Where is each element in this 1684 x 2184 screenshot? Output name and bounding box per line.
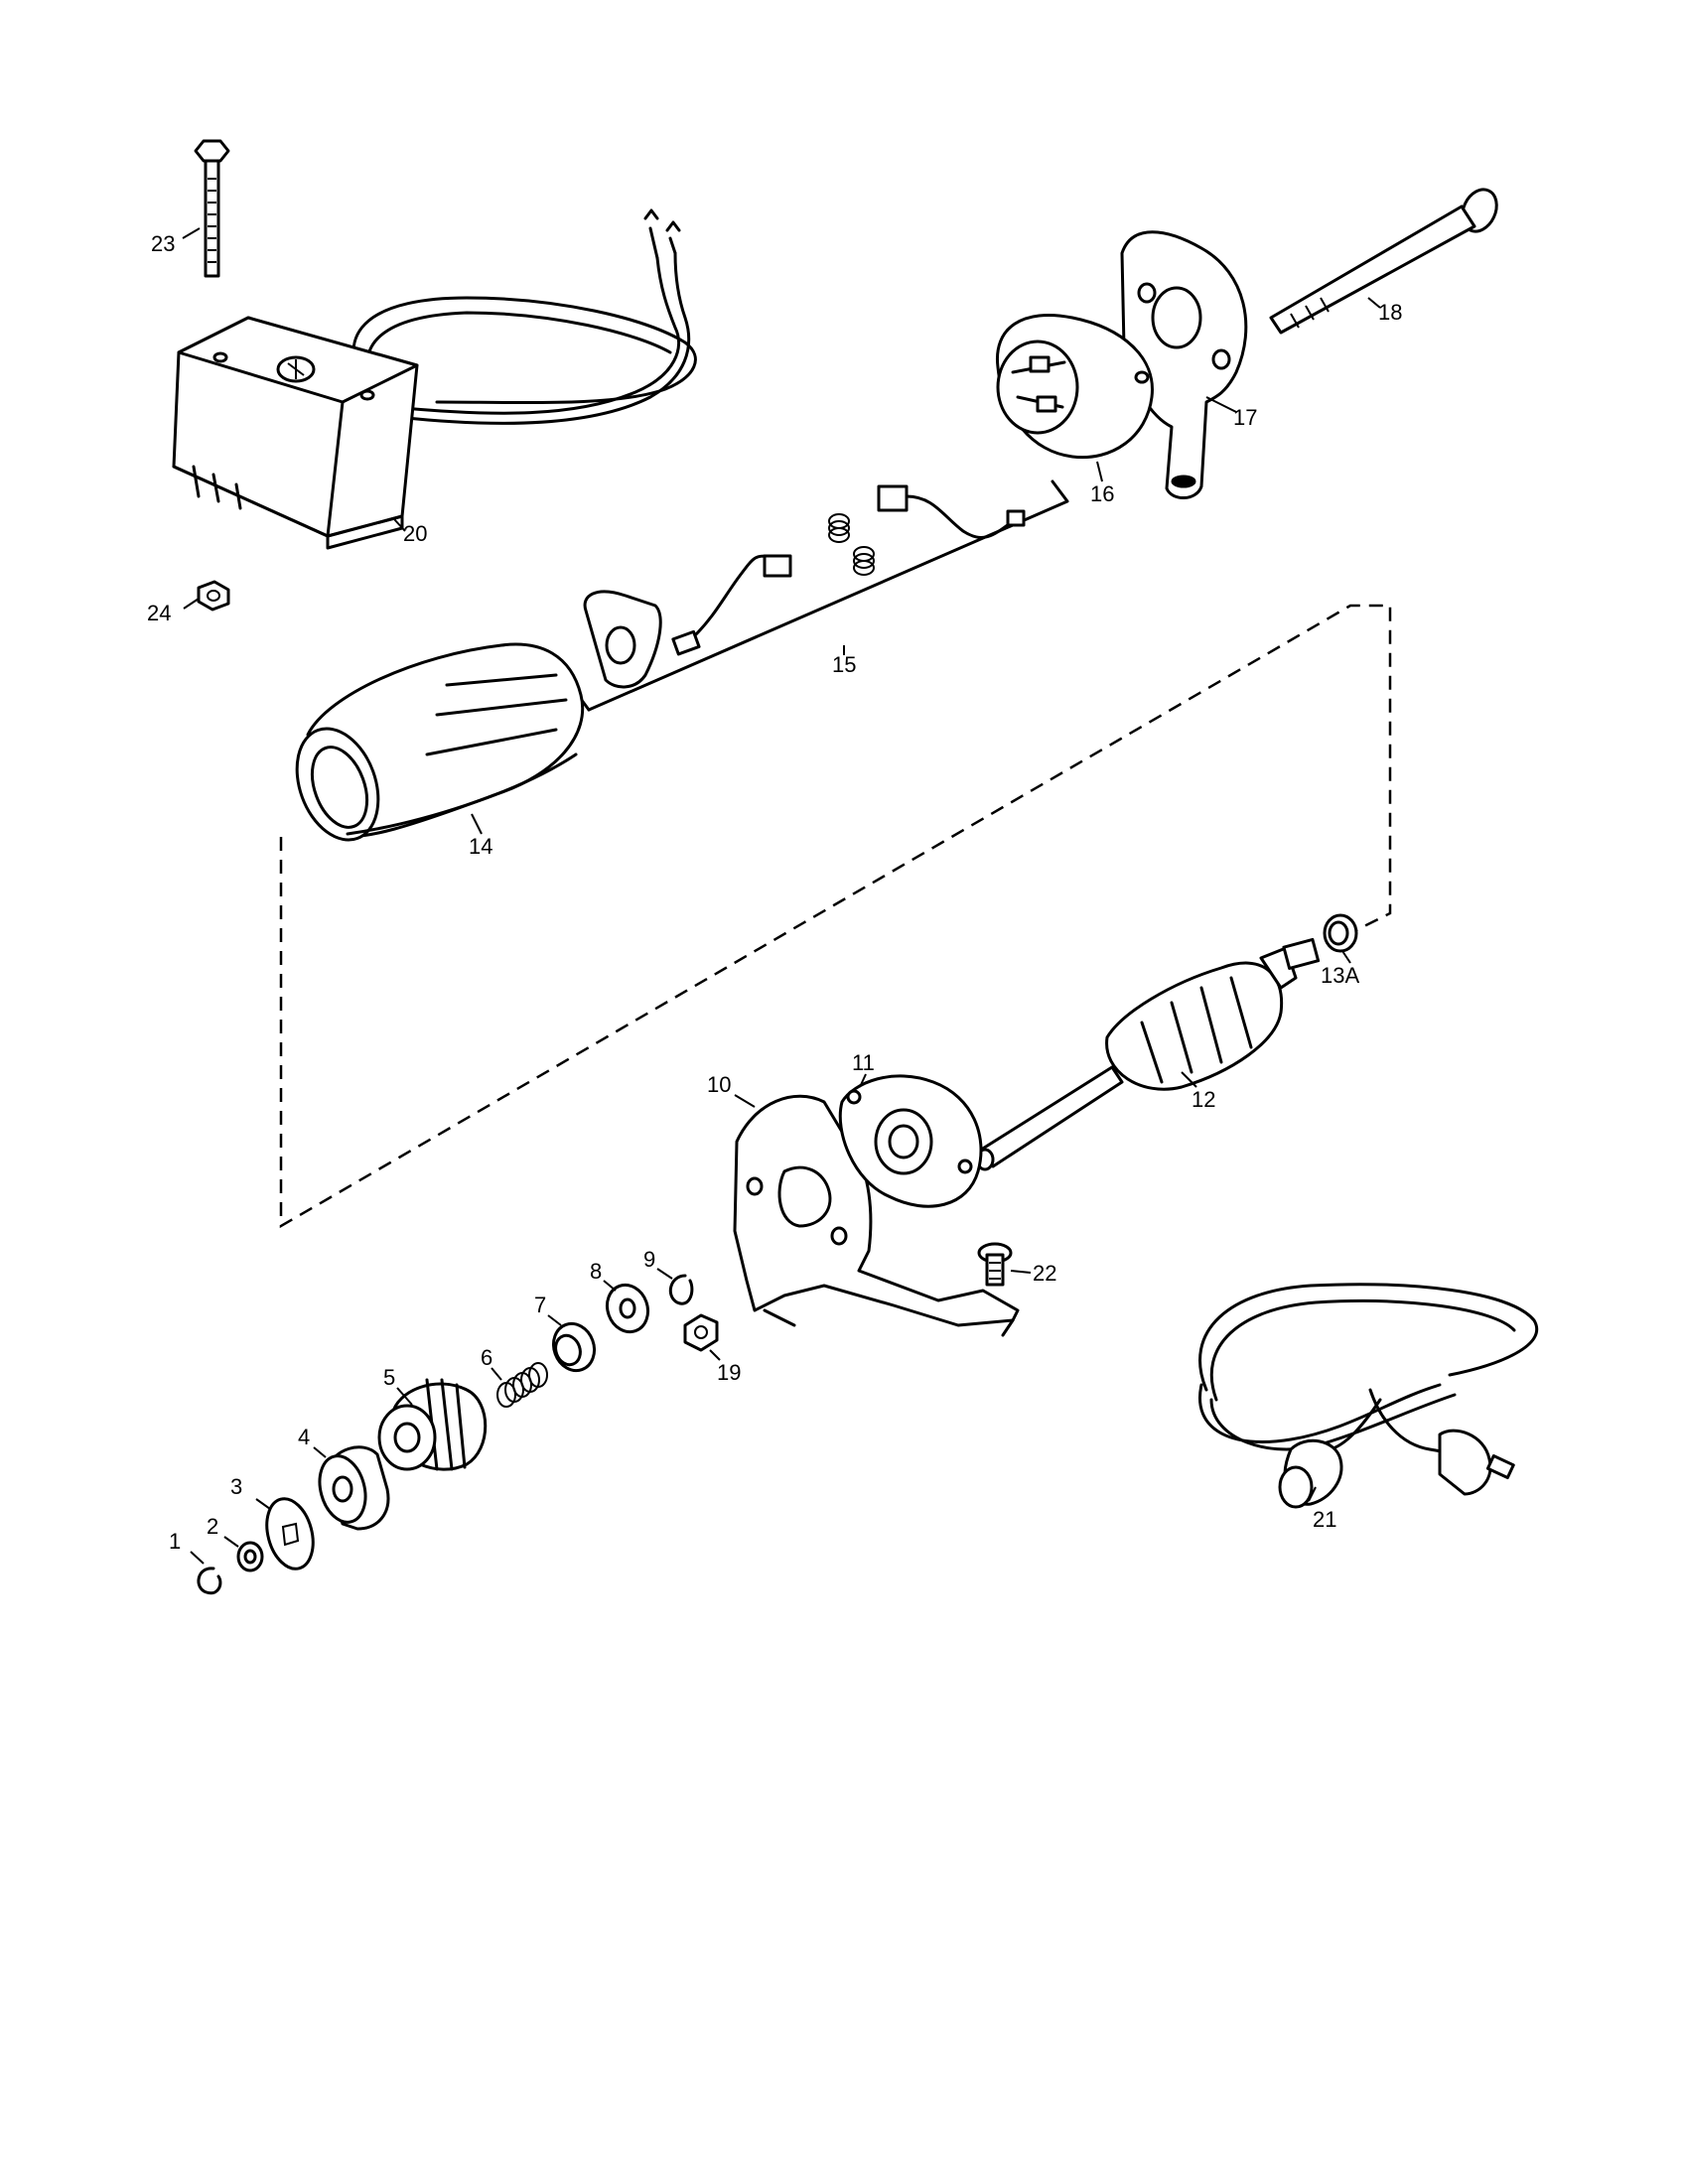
- callout-16: 16: [1090, 481, 1114, 506]
- part-24-nut: [197, 580, 230, 612]
- callout-13a: 13A: [1321, 963, 1359, 988]
- callout-10: 10: [707, 1072, 731, 1097]
- part-10-mounting-bracket: [733, 1094, 1020, 1337]
- callout-22: 22: [1033, 1261, 1056, 1286]
- callout-15: 15: [832, 652, 856, 677]
- callout-8: 8: [590, 1259, 602, 1284]
- part-7-sleeve: [551, 1321, 597, 1373]
- callout-1: 1: [169, 1529, 181, 1554]
- callout-11: 11: [852, 1050, 875, 1075]
- part-3-thrust-washer: [265, 1497, 315, 1570]
- assembly-dashed-outline: [279, 604, 1392, 1229]
- brush-spring-2: [853, 546, 875, 576]
- callout-7: 7: [534, 1293, 546, 1317]
- callout-24: 24: [147, 601, 171, 625]
- callout-14: 14: [469, 834, 492, 859]
- part-12-armature: [975, 937, 1321, 1171]
- callout-19: 19: [717, 1360, 741, 1385]
- callout-17: 17: [1233, 405, 1257, 430]
- part-23-bolt: [194, 139, 230, 278]
- callout-21: 21: [1313, 1507, 1336, 1532]
- brush-spring-1: [828, 513, 850, 543]
- part-2-small-washer: [236, 1541, 264, 1572]
- part-4-drive-cup: [318, 1445, 390, 1531]
- callout-3: 3: [230, 1474, 242, 1499]
- part-22-screw: [977, 1242, 1013, 1287]
- part-8-washer: [605, 1283, 650, 1334]
- part-6-spring: [496, 1362, 548, 1408]
- part-20-junction-box: [172, 208, 697, 550]
- callout-18: 18: [1378, 300, 1402, 325]
- callout-2: 2: [207, 1514, 218, 1539]
- part-16-brush-holder: [995, 313, 1154, 460]
- part-19-nut: [683, 1313, 719, 1352]
- callout-6: 6: [481, 1345, 492, 1370]
- part-11-end-cap: [838, 1074, 983, 1208]
- part-13a-bushing: [1323, 913, 1358, 953]
- part-1-retaining-ring: [197, 1567, 222, 1595]
- callout-5: 5: [383, 1365, 395, 1390]
- callout-20: 20: [403, 521, 427, 546]
- part-21-power-cord: [1198, 1283, 1538, 1509]
- callout-labels: 23 20 24 18 17 16 15 14 13A 12 11 10 22 …: [147, 231, 1402, 1554]
- callout-4: 4: [298, 1425, 310, 1449]
- part-18-through-bolt: [1269, 188, 1498, 335]
- part-5-pinion-gear: [377, 1378, 488, 1471]
- part-9-clip-ring: [668, 1274, 694, 1305]
- part-17-end-plate: [1120, 230, 1248, 499]
- leader-lines: [182, 227, 1381, 1565]
- callout-12: 12: [1192, 1087, 1215, 1112]
- part-14-motor-housing: [295, 642, 585, 842]
- part-15-brush-kit: [576, 479, 1069, 712]
- callout-23: 23: [151, 231, 175, 256]
- callout-9: 9: [643, 1247, 655, 1272]
